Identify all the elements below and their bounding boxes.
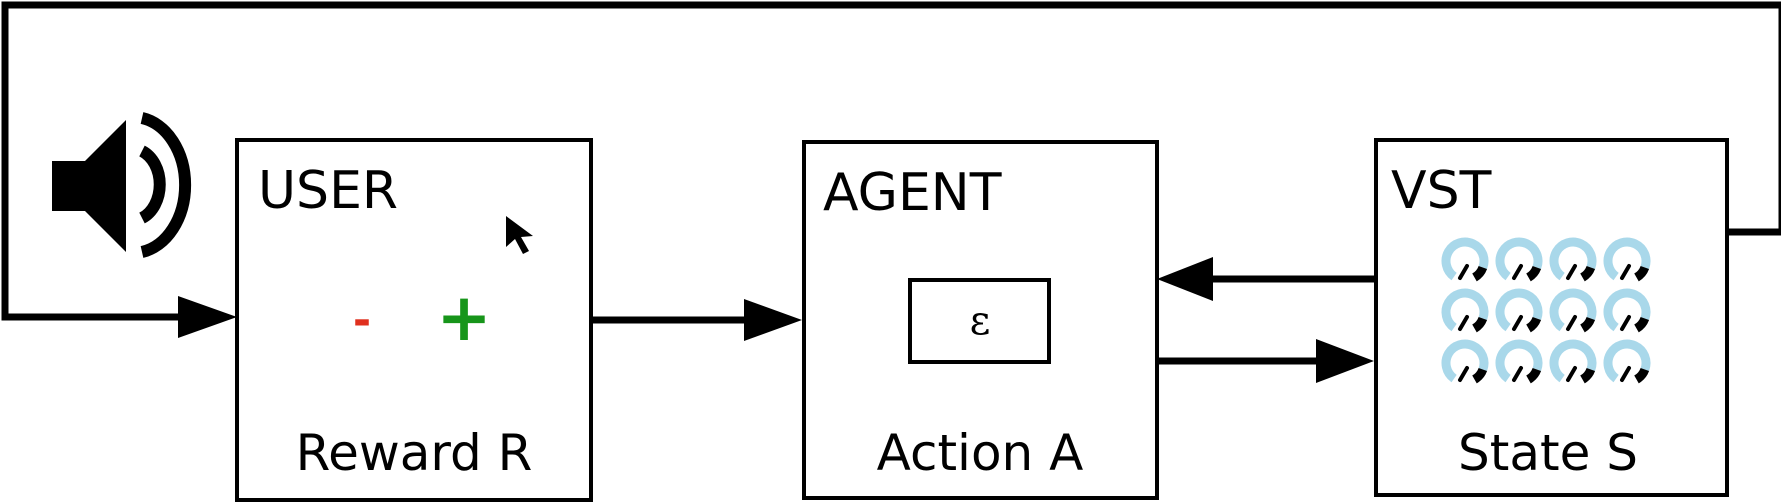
reward-plus: + (436, 279, 491, 356)
knob-icon (1549, 237, 1597, 282)
agent-title: AGENT (823, 163, 1002, 223)
knob-icon (1441, 237, 1489, 282)
knob-icon (1549, 339, 1597, 384)
knob-icon (1549, 288, 1597, 333)
agent-to-vst-arrowhead (1316, 339, 1374, 383)
feedback-arrowhead (178, 296, 237, 338)
cursor-icon (506, 216, 533, 254)
vst-label: State S (1458, 424, 1638, 482)
knob-icon (1603, 237, 1651, 282)
user-box (235, 138, 593, 502)
user-title: USER (258, 161, 398, 221)
agent-label: Action A (877, 424, 1084, 482)
epsilon-box (908, 278, 1051, 364)
knob-icon (1441, 339, 1489, 384)
vst-to-agent-arrowhead (1157, 257, 1213, 301)
speaker-icon (52, 112, 192, 258)
feedback-loop-line (1, 1, 1781, 321)
vst-title: VST (1391, 161, 1492, 221)
user-label: Reward R (296, 424, 533, 482)
user-to-agent-arrowhead (744, 299, 802, 341)
reward-minus: - (353, 295, 371, 346)
knob-icon (1441, 288, 1489, 333)
knob-icon (1495, 288, 1543, 333)
knob-icon (1495, 339, 1543, 384)
epsilon-symbol: ε (970, 298, 991, 344)
knob-icon (1603, 288, 1651, 333)
knob-icon (1495, 237, 1543, 282)
knob-grid (1441, 237, 1651, 384)
knob-icon (1603, 339, 1651, 384)
